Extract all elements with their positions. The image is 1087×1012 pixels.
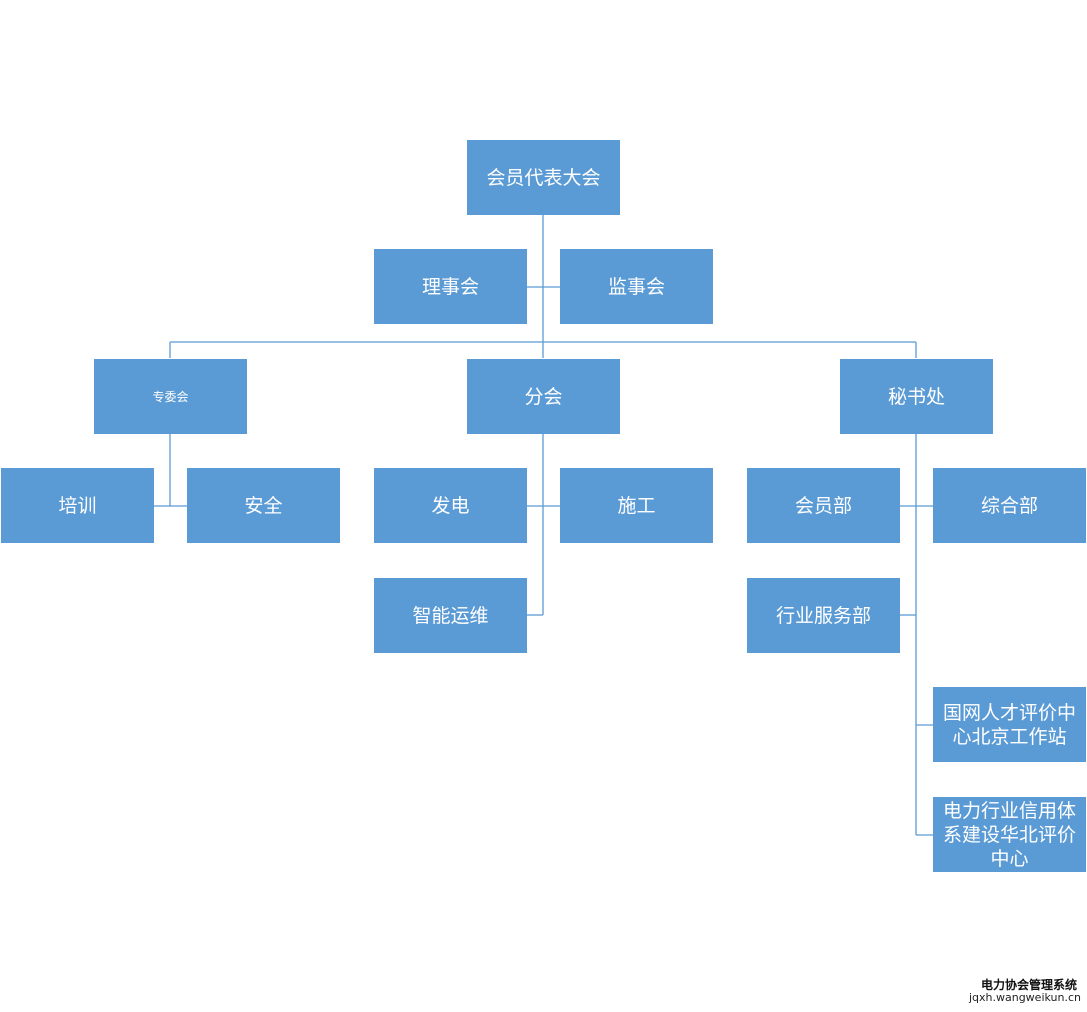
committee-child-box: 安全	[187, 468, 340, 543]
branch-child-box: 发电	[374, 468, 527, 543]
secretariat-child-box: 国网人才评价中心北京工作站	[933, 687, 1086, 762]
committee-child-box: 培训	[1, 468, 154, 543]
secretariat-box: 秘书处	[840, 359, 993, 434]
branch-child-box: 施工	[560, 468, 713, 543]
committee-box: 专委会	[94, 359, 247, 434]
secretariat-child-box: 会员部	[747, 468, 900, 543]
watermark-title: 电力协会管理系统	[980, 978, 1077, 992]
branch-child-box: 智能运维	[374, 578, 527, 653]
council-box: 理事会	[374, 249, 527, 324]
secretariat-child-box: 综合部	[933, 468, 1086, 543]
supervisory-box: 监事会	[560, 249, 713, 324]
watermark-url: jqxh.wangweikun.cn	[968, 991, 1081, 1004]
root-box: 会员代表大会	[467, 140, 620, 215]
branch-box: 分会	[467, 359, 620, 434]
secretariat-child-box: 电力行业信用体系建设华北评价中心	[933, 797, 1086, 872]
secretariat-child-box: 行业服务部	[747, 578, 900, 653]
